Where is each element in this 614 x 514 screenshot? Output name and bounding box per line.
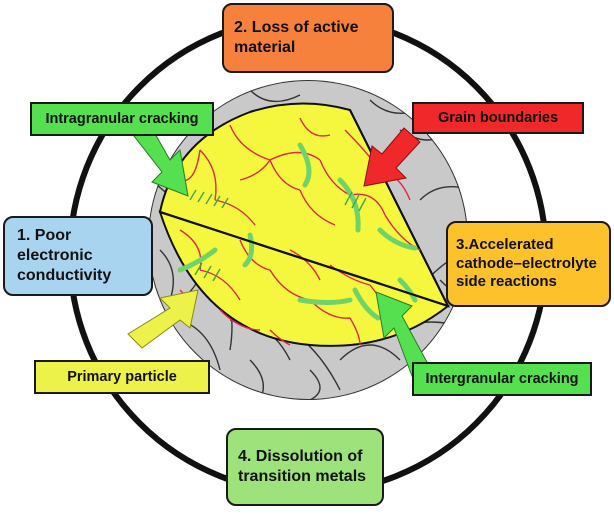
intragranular-cracks [189,189,367,282]
yellow-arrow-icon [127,289,199,349]
callout-label: Intergranular cracking [425,371,579,387]
lower-cut-face [158,210,451,347]
green-arrow-icon [375,291,429,377]
cross-section [158,102,451,347]
callout-label: Grain boundaries [437,110,559,126]
callout-primary-particle: Primary particle [34,360,210,394]
intergranular-cracks [177,142,418,321]
callout-intergranular-cracking: Intergranular cracking [412,362,592,396]
callout-grain-boundaries: Grain boundaries [412,102,584,134]
callout-intragranular-cracking: Intragranular cracking [30,102,214,136]
issue-title-line1: 2. Loss of active [234,19,359,36]
issue-poor-electronic-conductivity: 1. Poor electronic conductivity [3,216,153,296]
issue-title-line2: conductivity [17,267,112,284]
issue-title-line1: 3.Accelerated [456,235,554,253]
issue-dissolution-of-transition-metals: 4. Dissolution of transition metals [226,428,384,506]
issue-title-line2: material [234,39,296,56]
issue-title-line3: side reactions [456,273,557,291]
issue-title-line2: cathode–electrolyte [456,254,597,272]
issue-title-line1: 4. Dissolution of [238,448,363,465]
issue-accelerated-side-reactions: 3.Accelerated cathode–electrolyte side r… [446,221,611,307]
issue-loss-of-active-material: 2. Loss of active material [222,3,394,73]
issue-title-line1: 1. Poor electronic [17,227,93,264]
issue-title-line2: transition metals [238,468,367,485]
red-arrow-icon [363,127,421,187]
callout-label: Intragranular cracking [45,111,199,127]
callout-label: Primary particle [67,369,177,385]
